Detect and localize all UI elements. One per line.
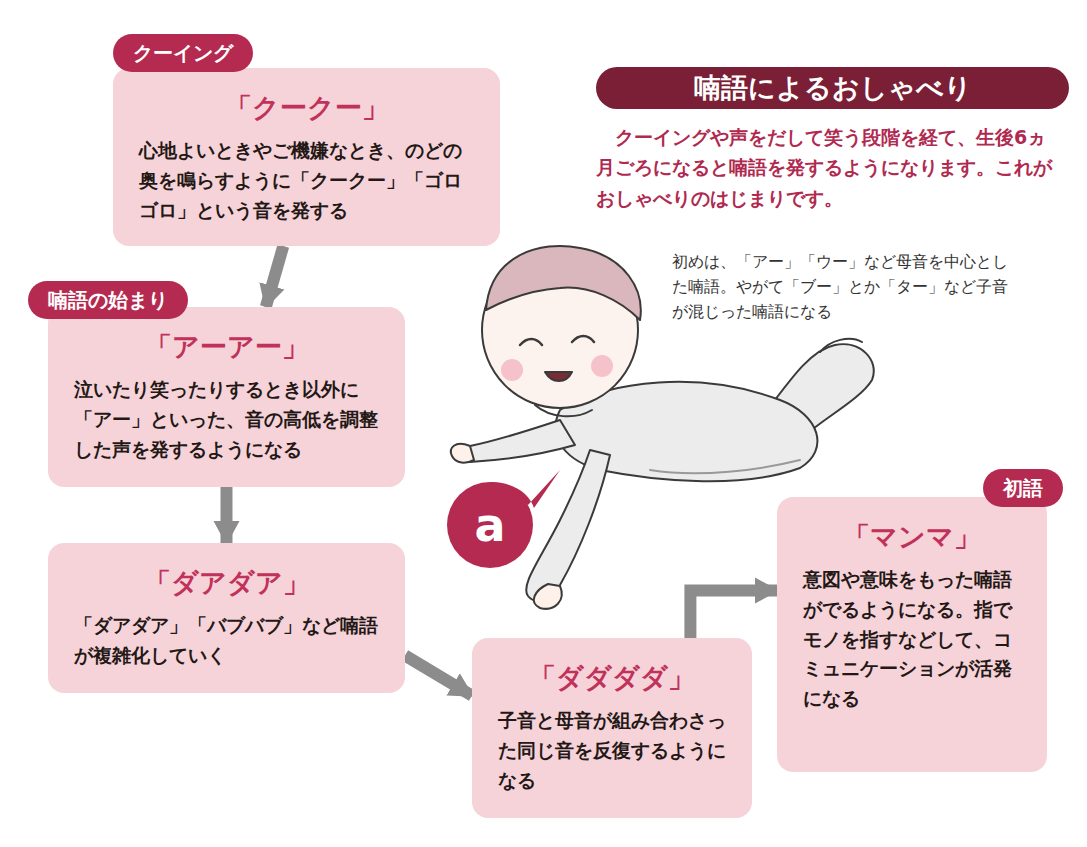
flow-arrow (405, 656, 472, 696)
stage-tag: クーイング (113, 34, 253, 72)
flow-arrow (221, 487, 233, 543)
stage-description: 「ダアダア」「バブバブ」など喃語が複雑化していく (74, 611, 379, 670)
intro-text: クーイングや声をだして笑う段階を経て、生後6ヵ月ごろになると喃語を発するようにな… (596, 122, 1056, 213)
stage-description: 意図や意味をもった喃語がでるようになる。指でモノを指すなどして、コミュニケーショ… (803, 565, 1021, 713)
stage-description: 心地よいときやご機嫌なとき、のどの奥を鳴らすように「クークー」「ゴロゴロ」という… (139, 136, 474, 225)
stage-heading: 「マンマ」 (803, 521, 1021, 553)
flow-arrow (690, 591, 777, 639)
stage-heading: 「ダダダダ」 (498, 662, 726, 694)
stage-box: 初語「マンマ」意図や意味をもった喃語がでるようになる。指でモノを指すなどして、コ… (777, 497, 1047, 772)
note-text: 初めは、「アー」「ウー」など母音を中心とした喃語。やがて「ブー」とか「ター」など… (672, 250, 1022, 324)
stage-box: クーイング「クークー」心地よいときやご機嫌なとき、のどの奥を鳴らすように「クーク… (113, 68, 500, 246)
title-band: 喃語によるおしゃべり (596, 67, 1069, 109)
stage-description: 泣いたり笑ったりするとき以外に「アー」といった、音の高低を調整した声を発するよう… (74, 375, 379, 464)
stage-heading: 「アーアー」 (74, 331, 379, 363)
stage-box: 「ダダダダ」子音と母音が組み合わさった同じ音を反復するようになる (472, 638, 752, 818)
stage-tag: 喃語の始まり (28, 281, 188, 319)
callout-letter: a (447, 482, 533, 568)
stage-description: 子音と母音が組み合わさった同じ音を反復するようになる (498, 706, 726, 795)
stage-heading: 「クークー」 (139, 92, 474, 124)
stage-box: 喃語の始まり「アーアー」泣いたり笑ったりするとき以外に「アー」といった、音の高低… (48, 307, 405, 487)
stage-box: 「ダアダア」「ダアダア」「バブバブ」など喃語が複雑化していく (48, 543, 405, 693)
stage-heading: 「ダアダア」 (74, 567, 379, 599)
stage-tag: 初語 (983, 469, 1063, 507)
flow-arrow (266, 246, 284, 307)
